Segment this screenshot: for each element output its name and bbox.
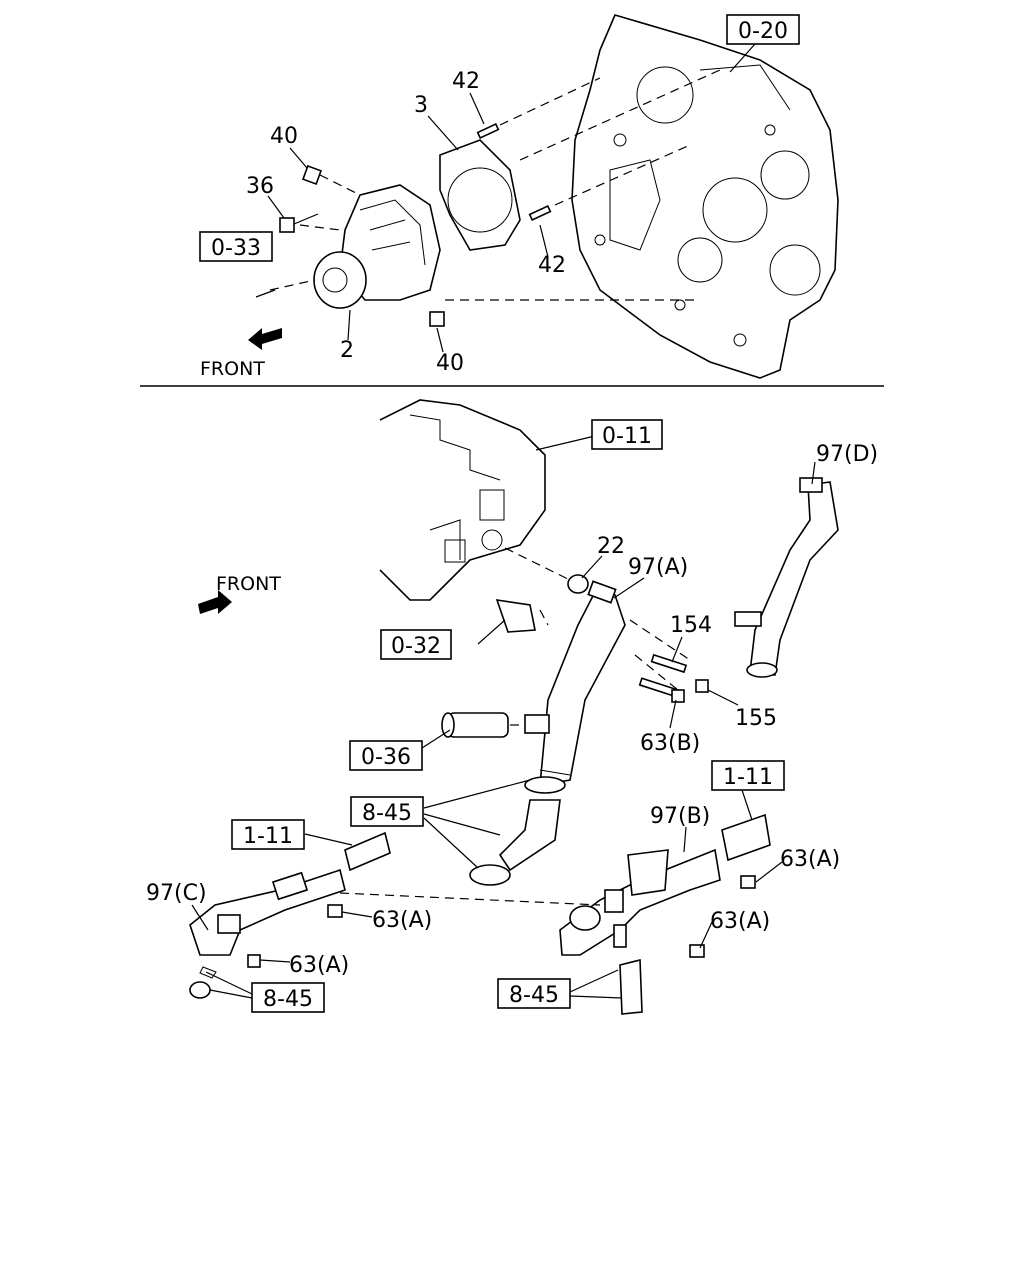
fasteners-mid <box>638 653 709 703</box>
callout-0-20-text: 0-20 <box>738 19 788 44</box>
leaders-mid <box>191 435 816 999</box>
bracket-illustration <box>495 599 536 633</box>
hose-mid-illustration <box>469 776 566 886</box>
leaders-top <box>267 43 756 353</box>
alignment-lines-top <box>269 69 721 301</box>
label-63a-left-lower: 63(A) <box>289 953 349 978</box>
callout-8-45-left: 8-45 <box>251 982 325 1013</box>
label-155: 155 <box>735 706 777 731</box>
callout-0-33: 0-33 <box>199 231 273 262</box>
label-63a-left-upper: 63(A) <box>372 908 432 933</box>
callout-0-36-text: 0-36 <box>361 745 411 770</box>
callout-8-45-mid: 8-45 <box>350 796 424 827</box>
gasket-illustration <box>439 139 521 251</box>
o-ring-illustration <box>567 574 589 594</box>
callout-8-45-mid-text: 8-45 <box>362 801 412 826</box>
label-42-mid: 42 <box>538 253 566 278</box>
callout-0-32: 0-32 <box>380 629 452 660</box>
alignment-lines-mid <box>339 547 691 906</box>
label-97c: 97(C) <box>146 881 207 906</box>
label-63a-right-lower: 63(A) <box>710 909 770 934</box>
sleeve-right-illustration <box>721 813 771 862</box>
front-arrow-top-icon <box>248 328 282 350</box>
pipe-97a-illustration <box>539 580 626 786</box>
pipe-97b-illustration <box>559 848 756 1015</box>
callout-8-45-right-text: 8-45 <box>509 983 559 1008</box>
pipe-97d-illustration <box>734 477 839 678</box>
label-3: 3 <box>414 93 428 118</box>
callout-1-11-right-text: 1-11 <box>723 765 773 790</box>
callout-1-11-right: 1-11 <box>711 760 785 791</box>
callout-8-45-left-text: 8-45 <box>263 987 313 1012</box>
cylinder-block-illustration <box>379 399 546 601</box>
label-63b: 63(B) <box>640 731 700 756</box>
label-154: 154 <box>670 613 712 638</box>
pipe-97c-illustration <box>189 868 346 999</box>
callout-0-20: 0-20 <box>726 14 800 45</box>
callout-1-11-left: 1-11 <box>231 819 305 850</box>
label-front-top: FRONT <box>200 358 265 380</box>
label-97a: 97(A) <box>628 555 688 580</box>
label-97b: 97(B) <box>650 804 710 829</box>
callout-0-33-text: 0-33 <box>211 236 261 261</box>
label-40-bottom: 40 <box>436 351 464 376</box>
callout-0-11-text: 0-11 <box>602 424 652 449</box>
label-front-mid: FRONT <box>216 573 281 595</box>
label-42-top: 42 <box>452 69 480 94</box>
thermostat-illustration <box>441 712 550 738</box>
gear-case-illustration <box>571 14 839 379</box>
label-2: 2 <box>340 338 354 363</box>
label-40-top: 40 <box>270 124 298 149</box>
label-36: 36 <box>246 174 274 199</box>
water-pump-illustration <box>313 184 441 309</box>
callout-0-32-text: 0-32 <box>391 634 441 659</box>
sleeve-left-illustration <box>344 831 391 872</box>
callout-1-11-left-text: 1-11 <box>243 824 293 849</box>
callout-0-11: 0-11 <box>591 419 663 450</box>
label-63a-right-upper: 63(A) <box>780 847 840 872</box>
front-arrow-mid-icon <box>198 590 232 614</box>
fasteners-top <box>255 122 552 327</box>
label-22: 22 <box>597 534 625 559</box>
callout-8-45-right: 8-45 <box>497 978 571 1009</box>
callout-0-36: 0-36 <box>349 740 423 771</box>
label-97d: 97(D) <box>816 442 878 467</box>
